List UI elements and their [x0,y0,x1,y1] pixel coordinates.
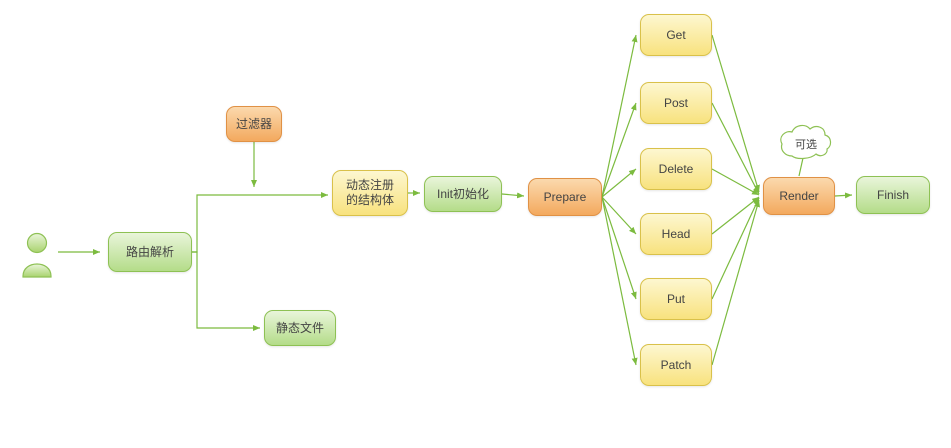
node-route-parse: 路由解析 [108,232,192,272]
node-dynamic-struct: 动态注册 的结构体 [332,170,408,216]
node-method-patch: Patch [640,344,712,386]
node-render: Render [763,177,835,215]
node-static-files: 静态文件 [264,310,336,346]
node-method-post: Post [640,82,712,124]
node-finish: Finish [856,176,930,214]
node-init: Init初始化 [424,176,502,212]
node-method-get: Get [640,14,712,56]
node-prepare: Prepare [528,178,602,216]
connectors [58,34,853,366]
user-icon [22,232,52,278]
node-method-delete: Delete [640,148,712,190]
cloud-icon [780,124,832,160]
node-method-put: Put [640,278,712,320]
optional-note-label: 可选 [795,139,817,151]
node-filter: 过滤器 [226,106,282,142]
node-method-head: Head [640,213,712,255]
